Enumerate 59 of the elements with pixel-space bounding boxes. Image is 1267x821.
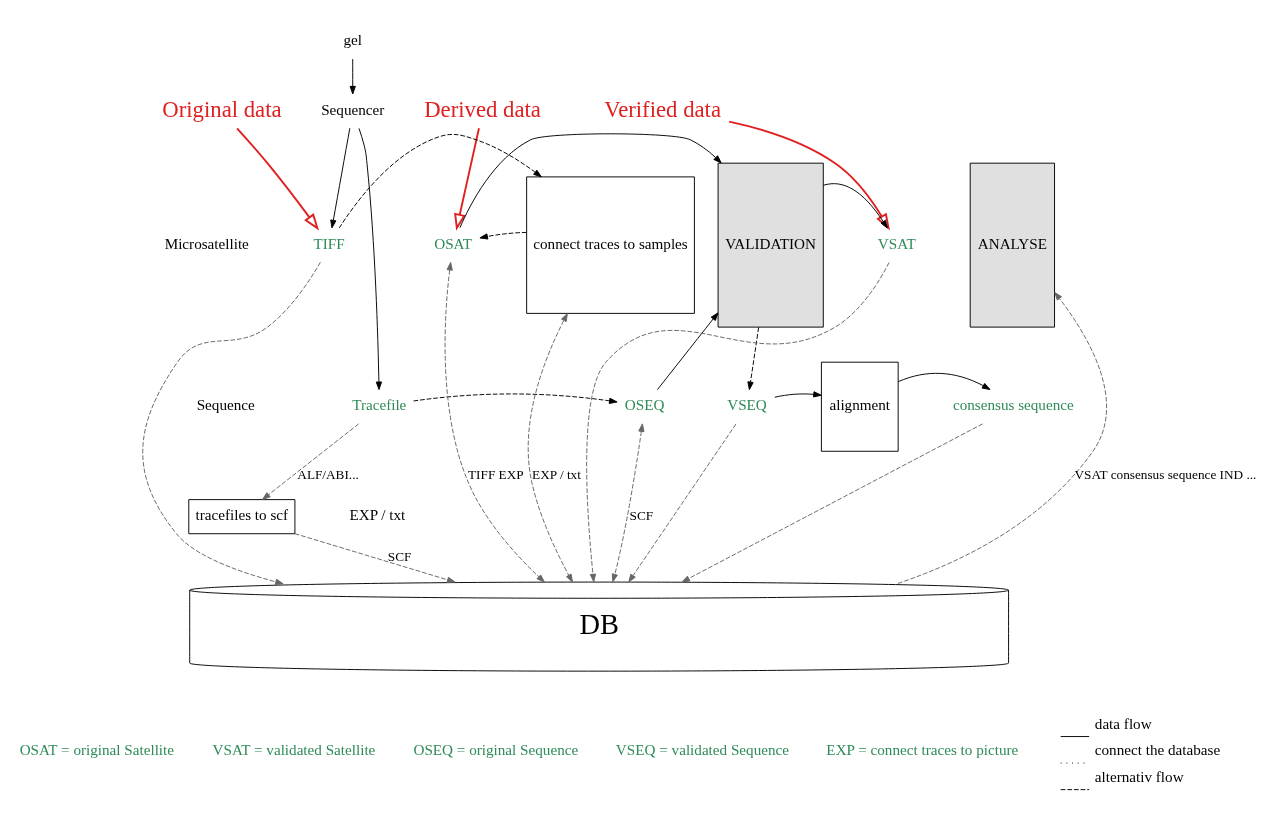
arrow: [527, 312, 573, 583]
edge-label: EXP / txt: [532, 466, 581, 482]
arrow: [822, 182, 888, 229]
arrow: [459, 132, 722, 228]
node-box: VALIDATION: [717, 162, 824, 328]
arrow: [349, 58, 356, 94]
edge-label: SCF: [387, 548, 412, 564]
arrow: [294, 532, 456, 583]
legend-label: alternativ flow: [1094, 767, 1184, 785]
arrow: [656, 311, 719, 390]
legend-label: connect the database: [1094, 740, 1221, 758]
node-text: VSEQ: [727, 395, 767, 413]
node-text: Tracefile: [352, 395, 407, 413]
label: EXP / txt: [349, 505, 406, 523]
arrow: [628, 423, 737, 582]
arrow: [142, 261, 321, 585]
arrow: [338, 133, 542, 228]
node-box: connect traces to samples: [526, 175, 695, 314]
label: EXP = connect traces to picture: [826, 740, 1019, 758]
arrow: [897, 291, 1107, 584]
arrow: [586, 261, 890, 582]
arrow: [454, 126, 480, 231]
node-text: OSEQ: [624, 395, 665, 413]
arrow: [262, 422, 360, 500]
node-box: tracefiles to scf: [188, 498, 296, 534]
label: Microsatellite: [164, 234, 249, 252]
label: OSEQ = original Sequence: [413, 740, 579, 758]
arrow: [330, 127, 351, 228]
node-text: gel: [343, 30, 362, 48]
edge-label: ALF/ABI...: [297, 466, 359, 482]
arrow: [358, 127, 382, 390]
label: VSEQ = validated Sequence: [615, 740, 790, 758]
legend-label: data flow: [1094, 714, 1152, 732]
edge-label: VSAT consensus sequence IND ...: [1074, 466, 1257, 482]
label: OSAT = original Satellite: [19, 740, 175, 758]
node-text: VSAT: [877, 234, 916, 252]
arrow: [681, 422, 983, 583]
node-text: Verified data: [604, 96, 722, 122]
arrow: [611, 422, 645, 582]
node-text: TIFF: [313, 234, 345, 252]
edge-label: TIFF EXP: [468, 466, 524, 482]
arrow: [479, 231, 528, 240]
arrow: [728, 120, 890, 231]
edge-label: SCF: [629, 507, 654, 523]
node-box: ANALYSE: [969, 162, 1055, 328]
arrow: [413, 392, 618, 404]
label: Sequence: [196, 395, 255, 413]
node-text: Sequencer: [321, 100, 385, 118]
node-box: alignment: [820, 361, 899, 452]
node-text: Derived data: [424, 96, 541, 122]
arrow: [444, 261, 545, 582]
arrow: [747, 326, 760, 390]
node-text: Original data: [162, 96, 282, 122]
node-text: consensus sequence: [952, 395, 1074, 413]
node-text: OSAT: [434, 234, 473, 252]
label: VSAT = validated Satellite: [212, 740, 376, 758]
arrow: [774, 390, 822, 398]
arrow: [898, 372, 991, 390]
arrow: [236, 126, 320, 230]
